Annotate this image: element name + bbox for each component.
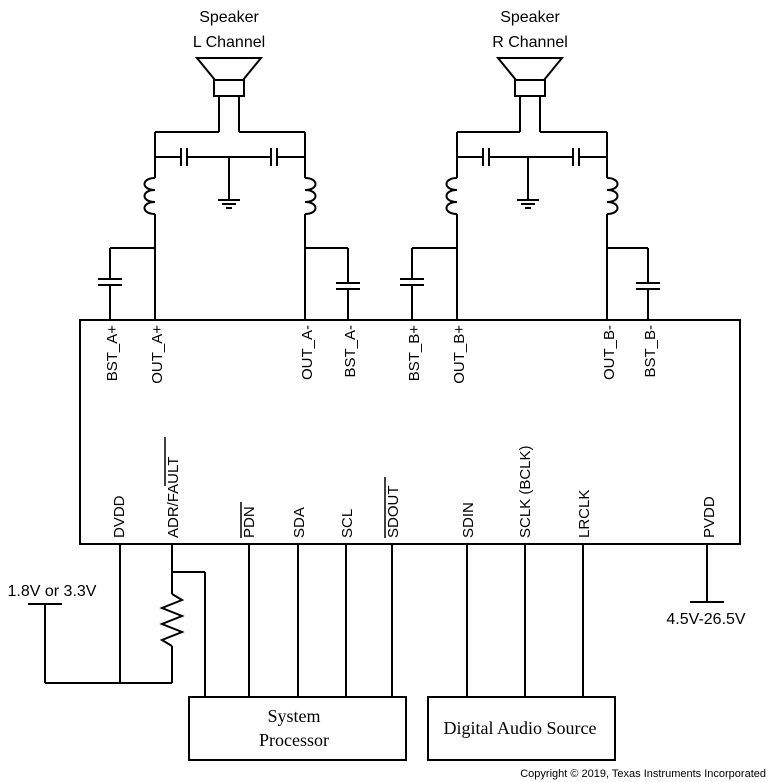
pin-bst-b-plus: BST_B+: [406, 325, 423, 382]
filter-capacitor-icon: [572, 147, 580, 167]
inductor-icon: [304, 177, 317, 215]
pin-pdn: PDN: [241, 506, 258, 538]
pin-dvdd: DVDD: [111, 495, 128, 538]
inductor-icon: [143, 177, 156, 215]
logic-supply-label: 1.8V or 3.3V: [8, 583, 97, 600]
pin-out-b-plus: OUT_B+: [451, 325, 468, 384]
pin-bst-a-minus: BST_A-: [342, 325, 359, 378]
inductor-icon: [445, 177, 458, 215]
digital-audio-source-block: [427, 696, 616, 761]
pin-out-a-plus: OUT_A+: [149, 325, 166, 384]
power-supply-label: 4.5V-26.5V: [666, 611, 746, 628]
pin-sclk: SCLK (BCLK): [517, 445, 534, 538]
pin-adr-fault: ADR/FAULT: [165, 457, 182, 538]
pin-out-a-minus: OUT_A-: [299, 325, 316, 380]
pin-sdout: SDOUT: [385, 486, 402, 539]
filter-capacitor-icon: [270, 147, 278, 167]
speaker-r-icon: [497, 57, 563, 97]
system-processor-line2: Processor: [259, 730, 329, 750]
amplifier-ic-body: [79, 319, 741, 545]
copyright-text: Copyright © 2019, Texas Instruments Inco…: [520, 768, 766, 780]
filter-capacitor-icon: [180, 147, 188, 167]
ground-icon: [516, 199, 540, 209]
filter-capacitor-icon: [482, 147, 490, 167]
pin-sdin: SDIN: [460, 502, 477, 538]
speaker-l-label-line2: L Channel: [193, 34, 265, 51]
speaker-l-label-line1: Speaker: [199, 9, 259, 26]
speaker-l-channel: Speaker L Channel: [98, 9, 360, 320]
resistor-icon: [159, 593, 185, 647]
speaker-r-label-line2: R Channel: [492, 34, 568, 51]
pin-pvdd: PVDD: [701, 496, 718, 538]
pin-scl: SCL: [339, 509, 356, 538]
system-processor-line1: System: [267, 706, 320, 726]
pin-bst-b-minus: BST_B-: [642, 325, 659, 378]
system-processor-block: [188, 696, 407, 761]
speaker-l-icon: [196, 57, 262, 97]
speaker-r-channel: Speaker R Channel: [400, 9, 660, 320]
digital-audio-source-label: Digital Audio Source: [444, 718, 597, 738]
speaker-r-label-line1: Speaker: [500, 9, 560, 26]
pin-sda: SDA: [291, 507, 308, 538]
pin-lrclk: LRCLK: [576, 490, 593, 538]
pin-fault: FAULT: [165, 457, 182, 503]
inductor-icon: [606, 177, 619, 215]
pin-adr: ADR/: [165, 501, 182, 538]
ground-icon: [217, 199, 241, 209]
pin-out-b-minus: OUT_B-: [601, 325, 618, 380]
pin-bst-a-plus: BST_A+: [104, 325, 121, 382]
